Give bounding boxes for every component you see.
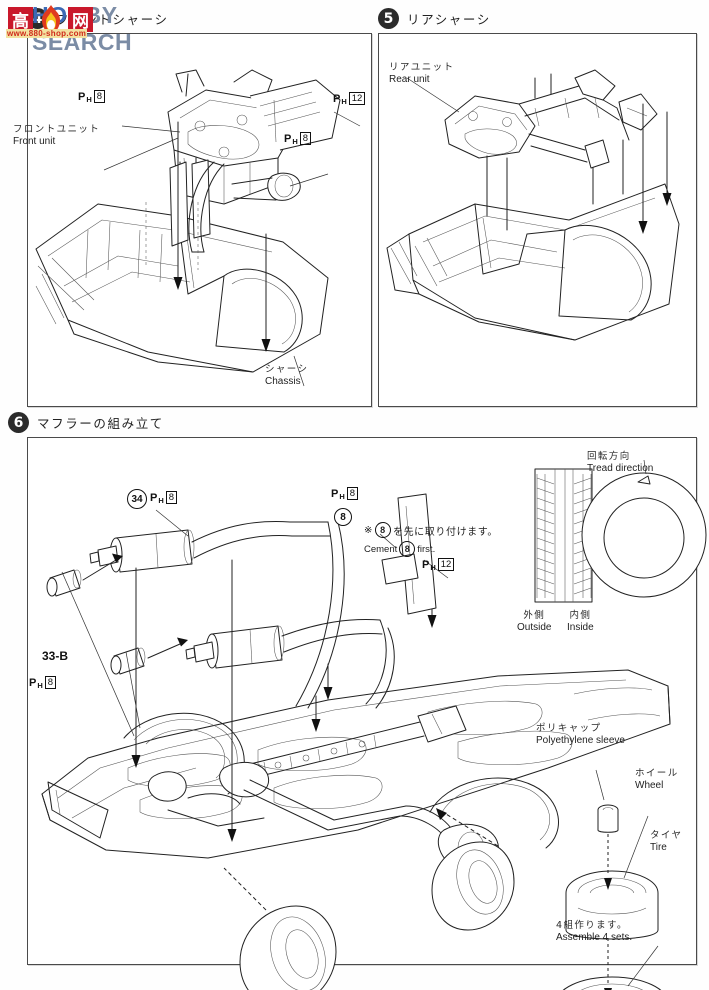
note-jp-part: 8 xyxy=(374,522,391,538)
step-6-title: マフラーの組み立て xyxy=(37,416,164,431)
tire-inside-label: 内側 Inside xyxy=(567,610,594,633)
part-number-8: 8 xyxy=(334,508,352,526)
loose-tire-front xyxy=(239,905,337,990)
front-chassis-illustration xyxy=(35,69,361,387)
step-5-number: 5 xyxy=(378,8,399,29)
part-number-34: 34 xyxy=(127,489,147,509)
loose-tire-rear xyxy=(431,841,515,931)
step-6-header: 6 マフラーの組み立て xyxy=(8,412,164,433)
step-5-title: リアシャーシ xyxy=(407,12,491,27)
rear-unit-label: リアユニット Rear unit xyxy=(389,62,455,85)
step-4-title: フロントシャーシ xyxy=(56,12,169,27)
cement-first-note: ※ 8 を先に取り付けます。 Cement 8 first. xyxy=(364,522,498,557)
tread-direction-ring xyxy=(581,459,707,598)
tread-direction-label: 回転方向 Tread direction xyxy=(587,451,654,474)
step-4-header: 4 フロントシャーシ xyxy=(27,8,169,29)
front-unit-label: フロントユニット Front unit xyxy=(13,124,101,147)
note-jp-prefix: ※ xyxy=(364,524,373,536)
note-jp-suffix: を先に取り付けます。 xyxy=(392,526,498,538)
step-6-number: 6 xyxy=(8,412,29,433)
step-5-header: 5 リアシャーシ xyxy=(378,8,491,29)
assemble-quantity-label: 4組作ります。 Assemble 4 sets. xyxy=(556,920,633,943)
step-4-number: 4 xyxy=(27,8,48,29)
tire-label: タイヤ Tire xyxy=(650,830,683,853)
chassis-label: シャーシ Chassis xyxy=(265,364,309,387)
note-en-part: 8 xyxy=(399,541,416,557)
tire-outside-label: 外側 Outside xyxy=(517,610,552,633)
muffler-assembly-illustration xyxy=(41,459,707,990)
polyethylene-sleeve-label: ポリキャップ Polyethylene sleeve xyxy=(536,723,625,746)
wheel-tire-exploded xyxy=(562,769,662,990)
step-5-panel: リアユニット Rear unit xyxy=(378,33,697,407)
note-en-suffix: first. xyxy=(417,543,436,555)
rear-chassis-illustration xyxy=(386,69,680,341)
note-en-prefix: Cement xyxy=(364,543,398,555)
wheel-label: ホイール Wheel xyxy=(635,768,679,791)
part-number-33-b: 33-B xyxy=(42,649,69,663)
